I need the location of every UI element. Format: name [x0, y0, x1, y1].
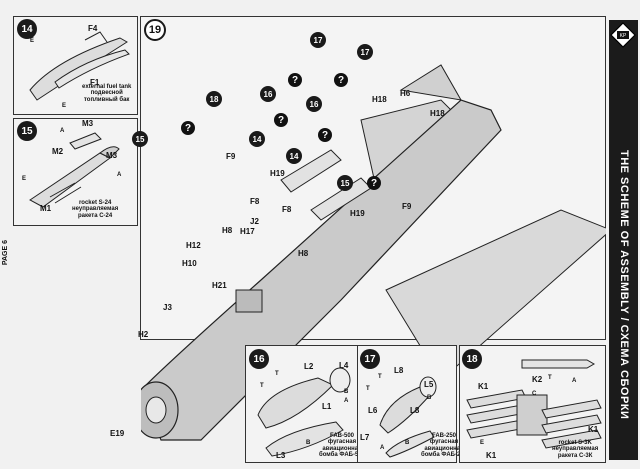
step-14-badge: 14 [17, 19, 37, 39]
label-l3: L3 [276, 451, 286, 460]
question-marker-5: ? [318, 128, 332, 142]
label-m3-a: M3 [82, 119, 94, 128]
ref-17-b: 17 [357, 44, 373, 60]
label-j3: J3 [163, 303, 172, 312]
label-t-17-2: T [366, 386, 370, 392]
label-h12: H12 [186, 241, 201, 250]
ref-16-a: 16 [260, 86, 276, 102]
label-f1: F1 [90, 78, 100, 87]
step-18-badge: 18 [462, 349, 482, 369]
label-h17: H17 [240, 227, 255, 236]
question-marker-6: ? [367, 176, 381, 190]
brand-logo: KP [610, 22, 636, 48]
bomb-fab500-drawing [257, 367, 351, 457]
question-marker-2: ? [288, 73, 302, 87]
ref-14-a: 14 [249, 131, 265, 147]
label-e19: E19 [110, 429, 125, 438]
label-h18-b: H18 [430, 109, 445, 118]
label-l6: L6 [368, 406, 378, 415]
label-b-16-2: B [306, 440, 311, 446]
label-j2: J2 [250, 217, 259, 226]
svg-text:KP: KP [620, 33, 627, 39]
bomb-fab500-caption: FAB-500 фугасная авиационная бомба ФАБ-5… [319, 433, 365, 458]
label-h21: H21 [212, 281, 227, 290]
label-k1-b: K1 [588, 425, 599, 434]
rocket-pod-drawing [466, 359, 602, 449]
label-m1: M1 [40, 204, 52, 213]
label-f9-a: F9 [226, 152, 236, 161]
fuel-tank-caption: external fuel tank подвесной топливный б… [82, 84, 132, 103]
label-l8-a: L8 [394, 366, 404, 375]
label-e-18: E [480, 440, 485, 446]
fuel-tank-drawing [29, 31, 130, 101]
label-a-18: A [572, 378, 577, 384]
step-17-badge: 17 [360, 349, 380, 369]
sidebar-band [609, 20, 638, 460]
label-h19-a: H19 [270, 169, 285, 178]
label-a-1: A [60, 128, 65, 134]
label-f9-b: F9 [402, 202, 412, 211]
label-e-1: E [30, 38, 35, 44]
label-b-17-1: B [427, 395, 432, 401]
sidebar-title: THE SCHEME OF ASSEMBLY / СХЕМА СБОРКИ [618, 150, 630, 420]
label-h8-a: H8 [222, 226, 233, 235]
label-l5: L5 [424, 380, 434, 389]
label-f8-a: F8 [250, 197, 260, 206]
label-a-17: A [380, 445, 385, 451]
label-e-2: E [62, 103, 67, 109]
label-l4: L4 [339, 361, 349, 370]
label-h19-b: H19 [350, 209, 365, 218]
step-15-badge: 15 [17, 121, 37, 141]
question-marker-3: ? [334, 73, 348, 87]
label-h2: H2 [138, 330, 149, 339]
step-19-badge: 19 [144, 19, 166, 41]
label-b-17-2: B [405, 440, 410, 446]
label-t-17-1: T [378, 374, 382, 380]
label-m3-b: M3 [106, 151, 118, 160]
ref-18: 18 [206, 91, 222, 107]
ref-15-b: 15 [337, 175, 353, 191]
label-e: E [22, 176, 27, 182]
label-h10: H10 [182, 259, 197, 268]
rocket-s3k-caption: rocket S-3K неуправляемая ракета С-3К [552, 440, 599, 459]
question-marker-1: ? [181, 121, 195, 135]
label-h6: H6 [400, 89, 411, 98]
ref-17-a: 17 [310, 32, 326, 48]
label-c-18: C [532, 391, 537, 397]
ref-14-b: 14 [286, 148, 302, 164]
label-h8-b: H8 [298, 249, 309, 258]
label-t-18: T [548, 375, 552, 381]
step-16-badge: 16 [249, 349, 269, 369]
ref-16-b: 16 [306, 96, 322, 112]
label-k1-c: K1 [486, 451, 497, 460]
label-l7: L7 [360, 433, 370, 442]
label-t-16-2: T [260, 383, 264, 389]
label-f8-b: F8 [282, 205, 292, 214]
rocket-s24-caption: rocket S-24 неуправляемая ракета С-24 [72, 200, 119, 219]
label-l8-b: L8 [410, 406, 420, 415]
bomb-fab250-caption: FAB-250 фугасная авиационная бомба ФАБ-2… [421, 433, 467, 458]
label-t-16-1: T [275, 371, 279, 377]
label-b-16-1: B [344, 389, 349, 395]
label-k1-a: K1 [478, 382, 489, 391]
question-marker-4: ? [274, 113, 288, 127]
label-a-2: A [117, 172, 122, 178]
label-l1: L1 [322, 402, 332, 411]
label-k2: K2 [532, 375, 543, 384]
label-f4: F4 [88, 24, 98, 33]
page-number: PAGE 6 [2, 240, 9, 266]
bomb-fab250-drawing [379, 376, 437, 458]
label-l2: L2 [304, 362, 314, 371]
ref-15: 15 [132, 131, 148, 147]
rocket-s24-drawing [29, 132, 120, 208]
label-a-16: A [344, 398, 349, 404]
label-h18-a: H18 [372, 95, 387, 104]
label-m2: M2 [52, 147, 64, 156]
